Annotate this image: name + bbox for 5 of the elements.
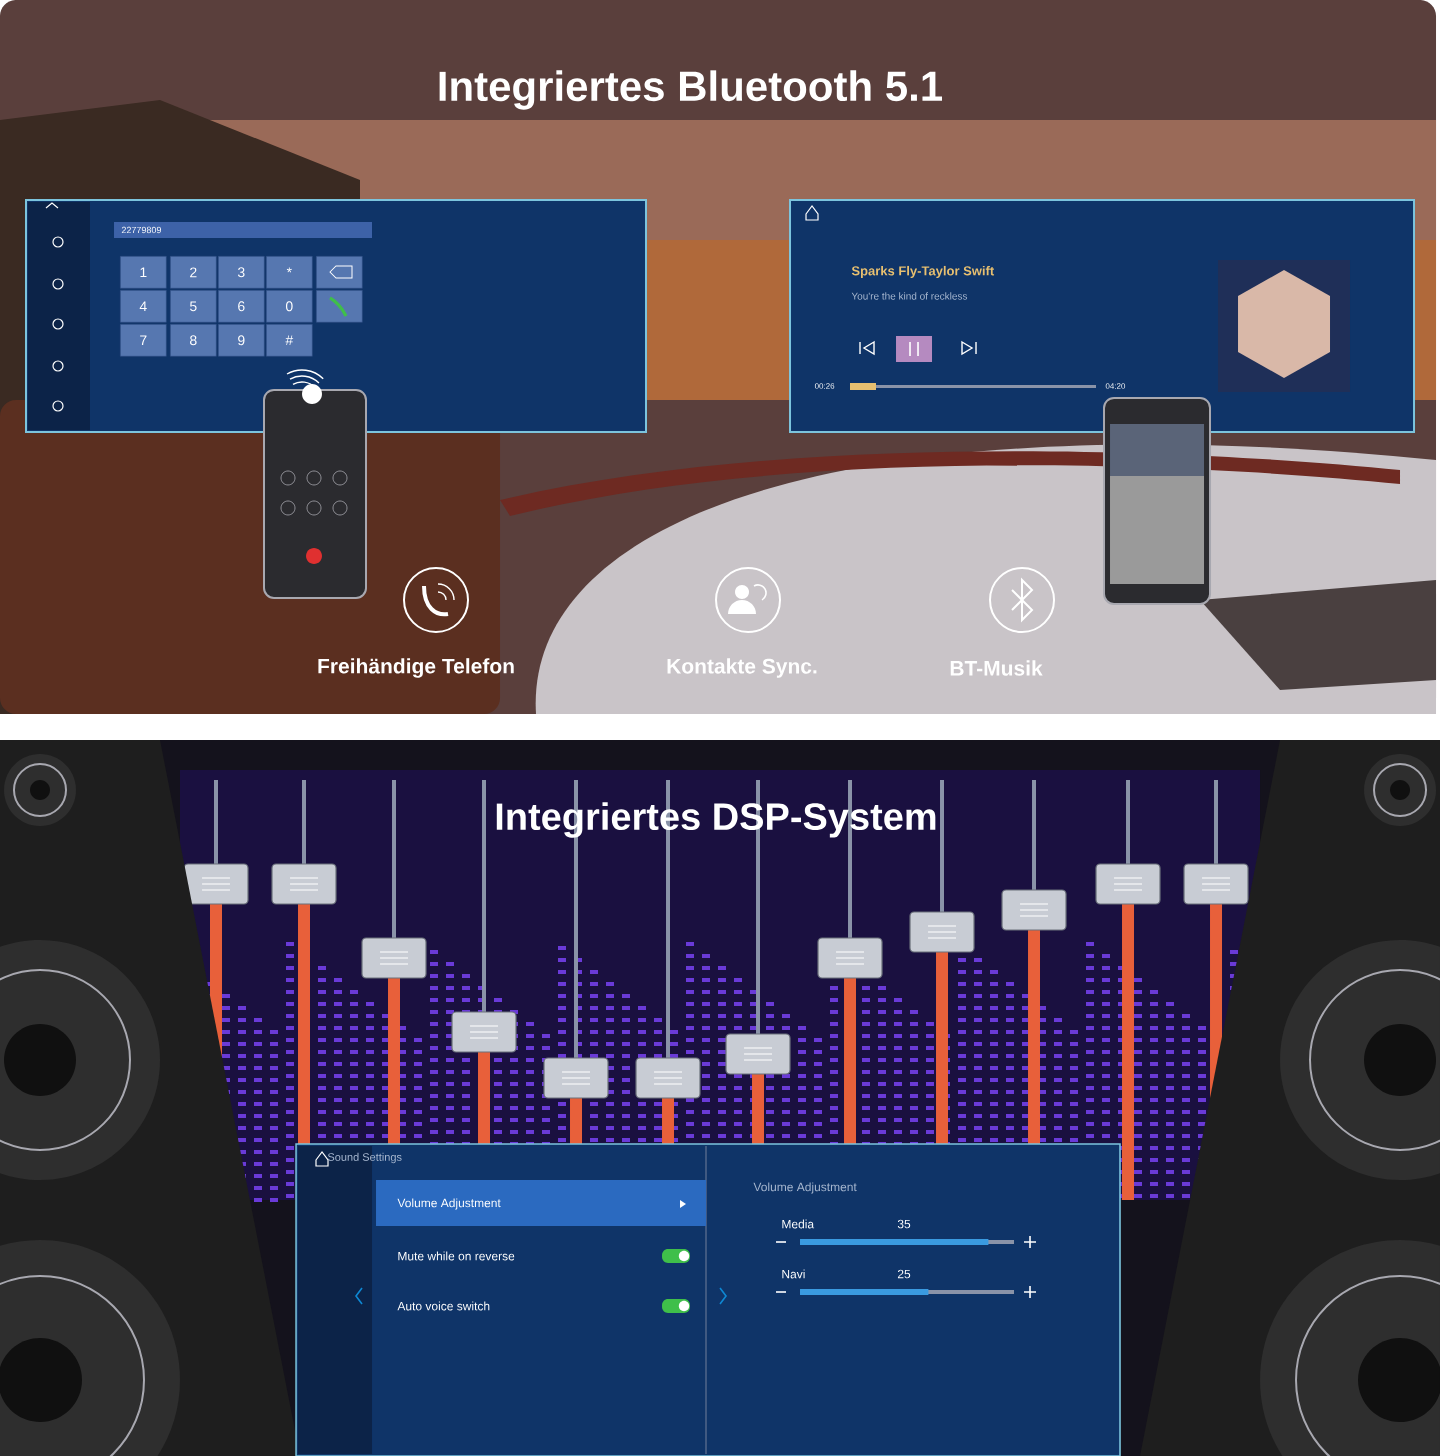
feature-label: Kontakte Sync. bbox=[667, 658, 817, 678]
feature-label: Freihändige Telefon bbox=[318, 658, 514, 678]
feature-label: BT-Musik bbox=[950, 660, 1043, 676]
heading: Integriertes Bluetooth 5.1 bbox=[439, 70, 942, 110]
heading: Integriertes DSP-System bbox=[496, 802, 936, 838]
